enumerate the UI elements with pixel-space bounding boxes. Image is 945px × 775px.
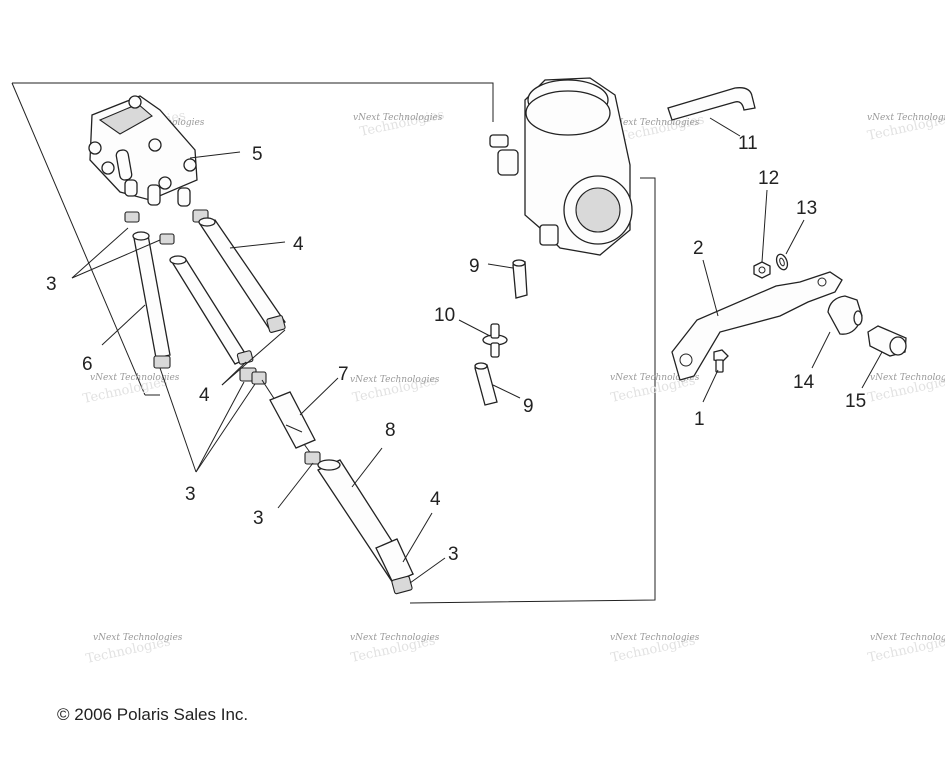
callout-9: 9	[523, 396, 534, 417]
svg-text:vNext Technologies: vNext Technologies	[610, 633, 700, 643]
watermark: Technologies vNext Technologies	[609, 633, 699, 666]
svg-text:vNext Technologies: vNext Technologies	[867, 113, 945, 123]
callout-11: 11	[738, 133, 758, 154]
callout-12: 12	[758, 168, 779, 189]
svg-text:vNext Technologies: vNext Technologies	[350, 633, 440, 643]
fuel-hose-part-4-middle	[169, 255, 254, 365]
callout-3: 3	[448, 544, 459, 565]
callout-2: 2	[693, 238, 704, 259]
callout-8: 8	[385, 420, 396, 441]
callout-13: 13	[796, 198, 817, 219]
watermark: Technologies vNext Technologies	[353, 107, 446, 140]
watermark: Technologies vNext Technologies	[349, 633, 439, 666]
fuel-pump-part-5	[88, 95, 198, 207]
bracket-part-2	[671, 271, 843, 381]
watermark: Technologies vNext Technologies	[82, 373, 180, 407]
svg-text:vNext Technologies: vNext Technologies	[870, 373, 945, 383]
callout-5: 5	[252, 144, 263, 165]
fuel-filter-part-7	[261, 379, 321, 465]
callout-3: 3	[185, 484, 196, 505]
callout-1: 1	[694, 409, 705, 430]
hose-part-9-lower	[474, 362, 498, 406]
hose-part-9-upper	[512, 259, 528, 299]
callout-15: 15	[845, 391, 866, 412]
watermark: Technologies vNext Technologies	[866, 111, 945, 144]
watermarks: Technologies vNext Technologies Technolo…	[82, 107, 945, 667]
sleeve-part-15	[867, 325, 907, 357]
copyright-notice: © 2006 Polaris Sales Inc.	[57, 705, 249, 724]
vent-hose-part-11	[667, 87, 756, 121]
svg-text:vNext Technologies: vNext Technologies	[610, 118, 700, 128]
svg-text:vNext Technologies: vNext Technologies	[90, 373, 180, 383]
svg-text:vNext Technologies: vNext Technologies	[353, 113, 443, 123]
callout-4: 4	[430, 489, 441, 510]
svg-text:vNext Technologies: vNext Technologies	[350, 375, 440, 385]
svg-text:vNext Technologies: vNext Technologies	[93, 633, 183, 643]
callout-labels: 5 4 3 6 4 3 7 3 8 4 3 9 10 9 11 12 13 2 …	[46, 133, 866, 565]
watermark: Technologies vNext Technologies	[866, 373, 945, 406]
watermark: Technologies vNext Technologies	[350, 373, 440, 406]
fitting-part-10	[482, 323, 508, 358]
svg-text:vNext Technologies: vNext Technologies	[610, 373, 700, 383]
fuel-hose-part-4-upper	[198, 217, 286, 333]
callout-7: 7	[338, 364, 349, 385]
assembly-boundary-lines	[11, 82, 656, 604]
bushing-part-14	[827, 295, 863, 335]
callout-4: 4	[199, 385, 210, 406]
callout-4: 4	[293, 234, 304, 255]
leader-lines	[71, 117, 883, 584]
watermark: Technologies vNext Technologies	[85, 633, 183, 667]
fuel-hose-part-8	[317, 459, 414, 595]
callout-14: 14	[793, 372, 815, 393]
carburetor	[489, 77, 633, 256]
callout-9: 9	[469, 256, 480, 277]
svg-text:vNext Technologies: vNext Technologies	[870, 633, 945, 643]
washer-part-13	[775, 253, 789, 271]
callout-10: 10	[434, 305, 455, 326]
watermark: Technologies vNext Technologies	[866, 633, 945, 666]
callout-3: 3	[46, 274, 57, 295]
bolt-part-1	[713, 349, 729, 373]
clamp-part-3-filter-top	[239, 367, 267, 385]
fuel-hose-part-6	[132, 231, 171, 359]
clamp-part-3-lower-left	[153, 355, 171, 369]
callout-6: 6	[82, 354, 93, 375]
nut-part-12	[753, 261, 771, 279]
callout-3: 3	[253, 508, 264, 529]
